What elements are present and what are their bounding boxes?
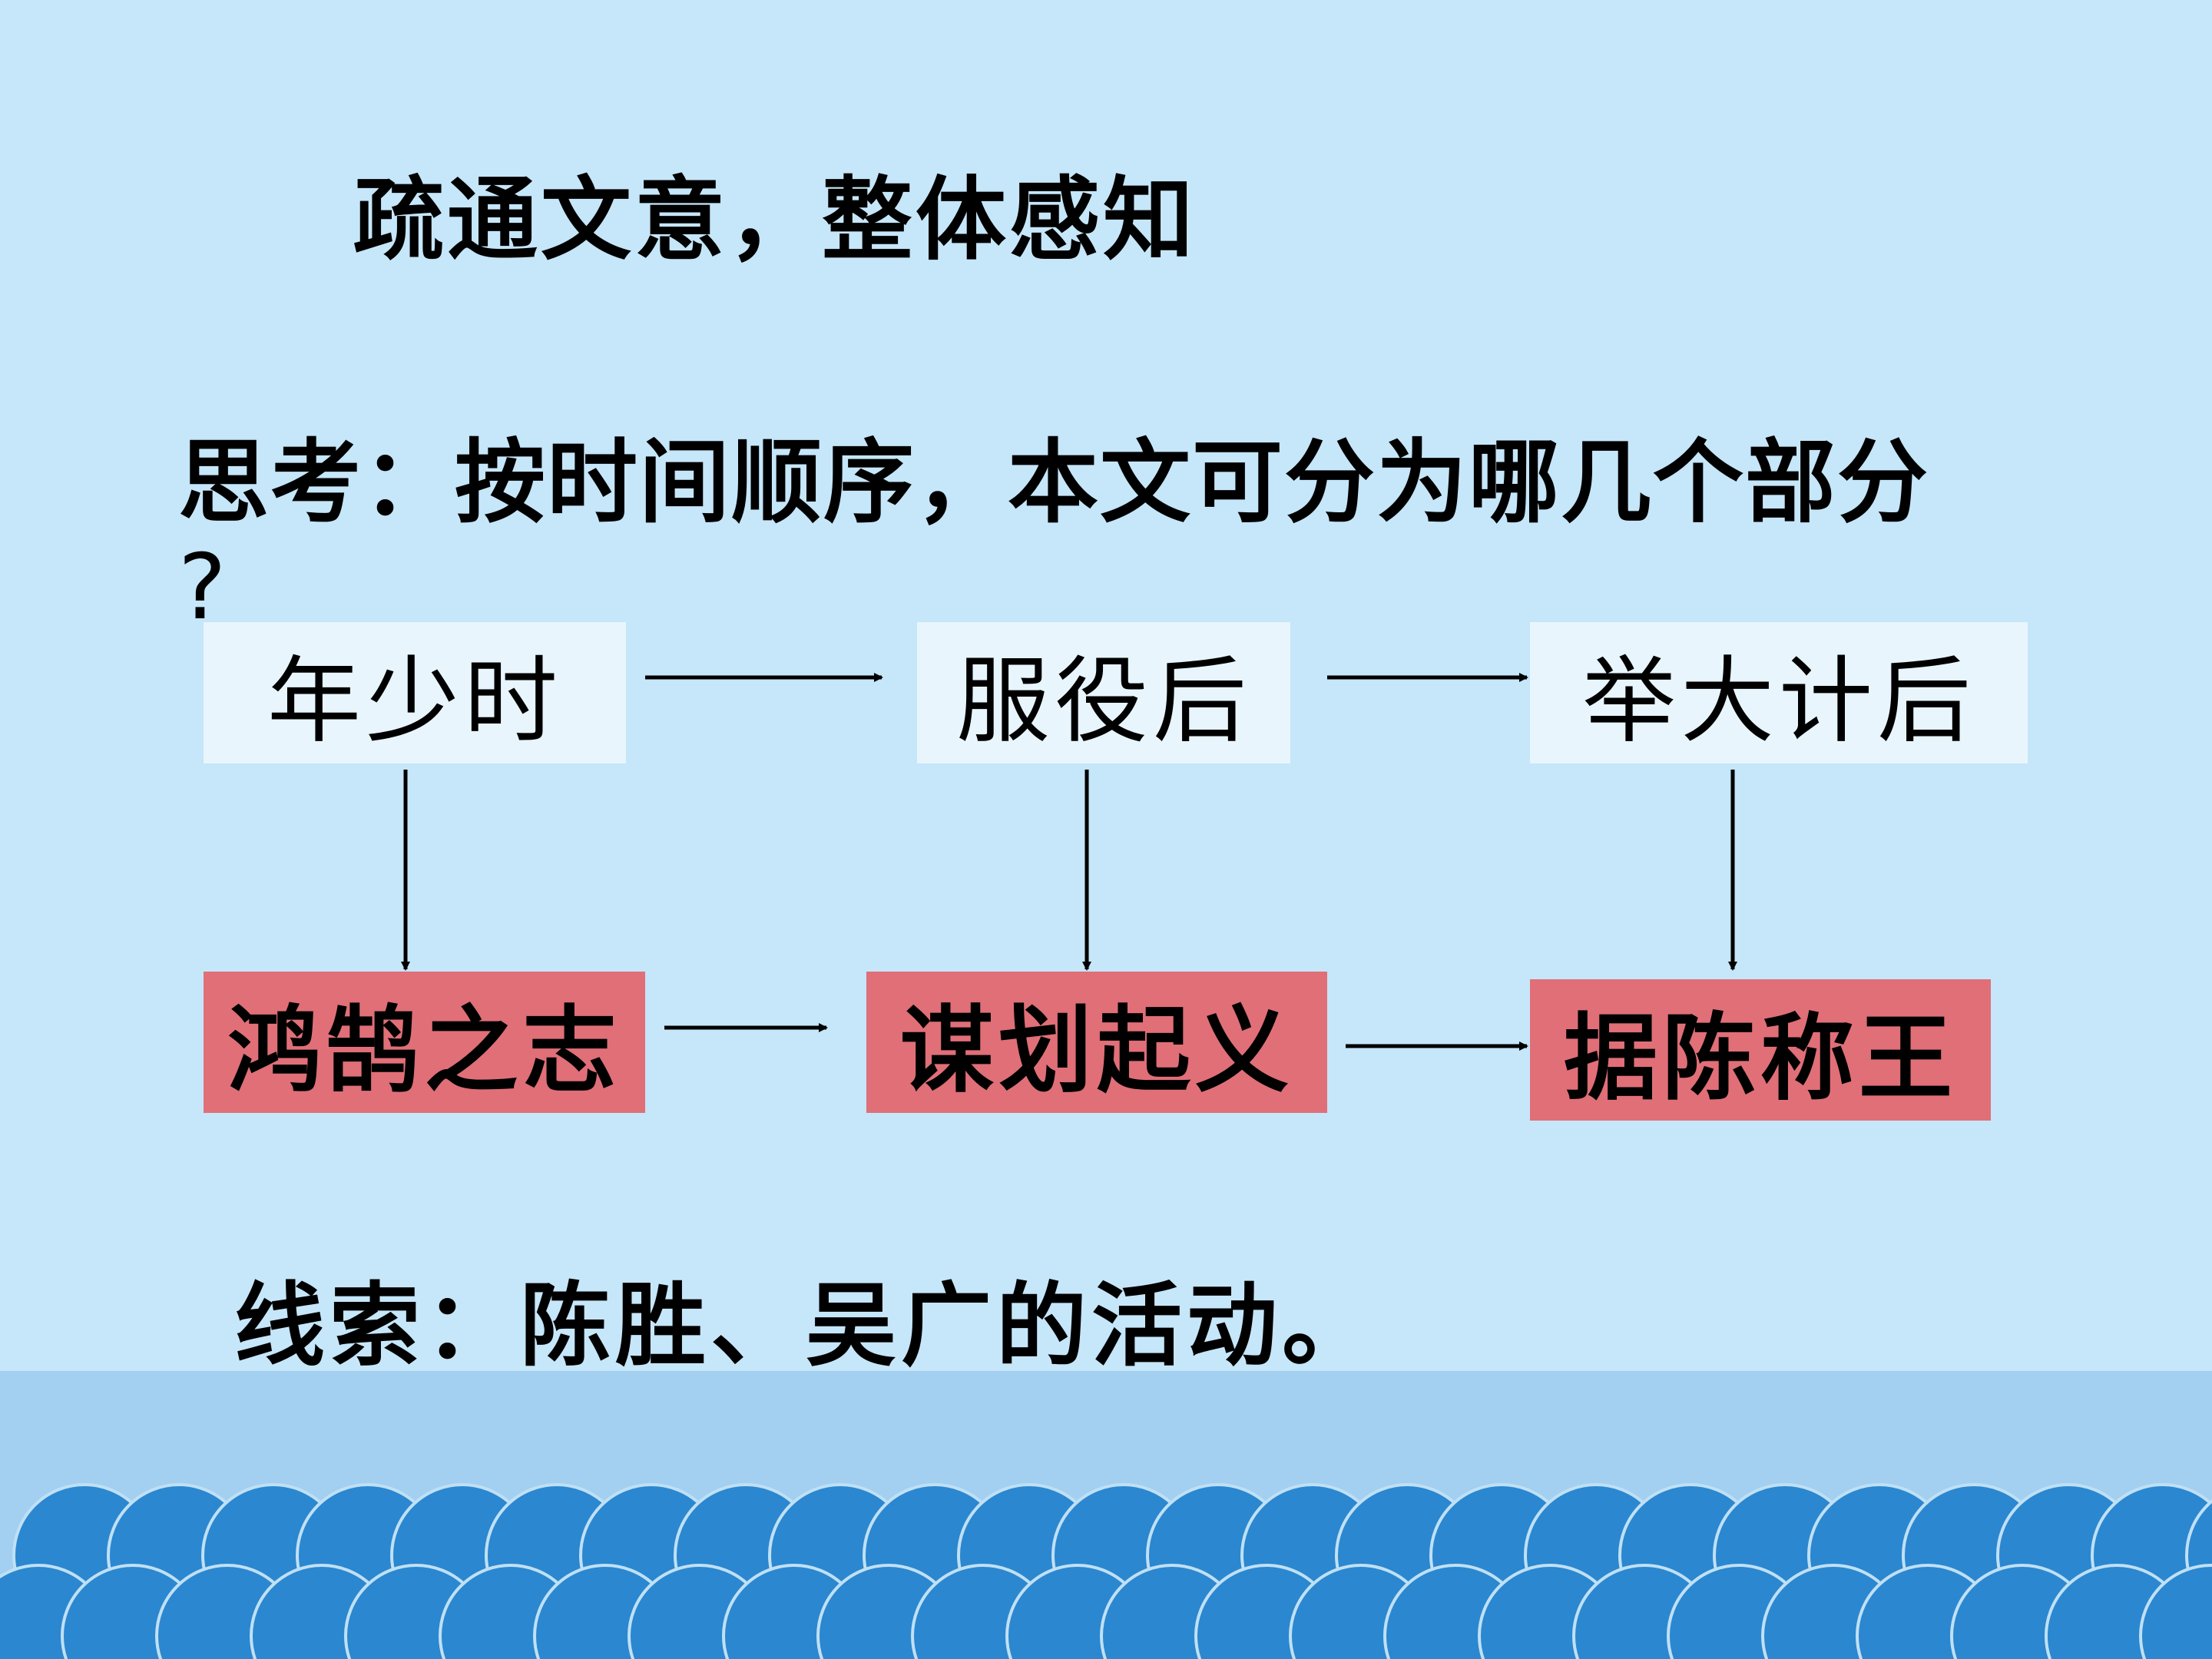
stage-box-service: 服役后 — [917, 622, 1290, 763]
event-box-king: 据陈称王 — [1530, 979, 1991, 1121]
waves-decoration — [0, 1483, 2212, 1659]
wave-scallop — [2139, 1564, 2212, 1659]
event-label: 谋划起义 — [900, 994, 1293, 1105]
clue-text: 线索：陈胜、吴广的活动。 — [234, 1272, 1378, 1379]
stage-box-uprising: 举大计后 — [1530, 622, 2028, 763]
question-text: 思考：按时间顺序，本文可分为哪几个部分 — [178, 429, 1930, 535]
stage-label: 年少时 — [267, 646, 562, 756]
sea-decoration — [0, 1371, 2212, 1659]
event-box-ambition: 鸿鹄之志 — [204, 972, 645, 1113]
event-label: 鸿鹄之志 — [227, 994, 621, 1105]
slide-title: 疏通文意，整体感知 — [353, 166, 1197, 273]
stage-box-youth: 年少时 — [204, 622, 626, 763]
wave-row — [0, 1564, 2212, 1659]
event-box-plan: 谋划起义 — [866, 972, 1327, 1113]
stage-label: 服役后 — [956, 646, 1251, 756]
event-label: 据陈称王 — [1564, 1002, 1957, 1113]
stage-label: 举大计后 — [1582, 646, 1975, 756]
